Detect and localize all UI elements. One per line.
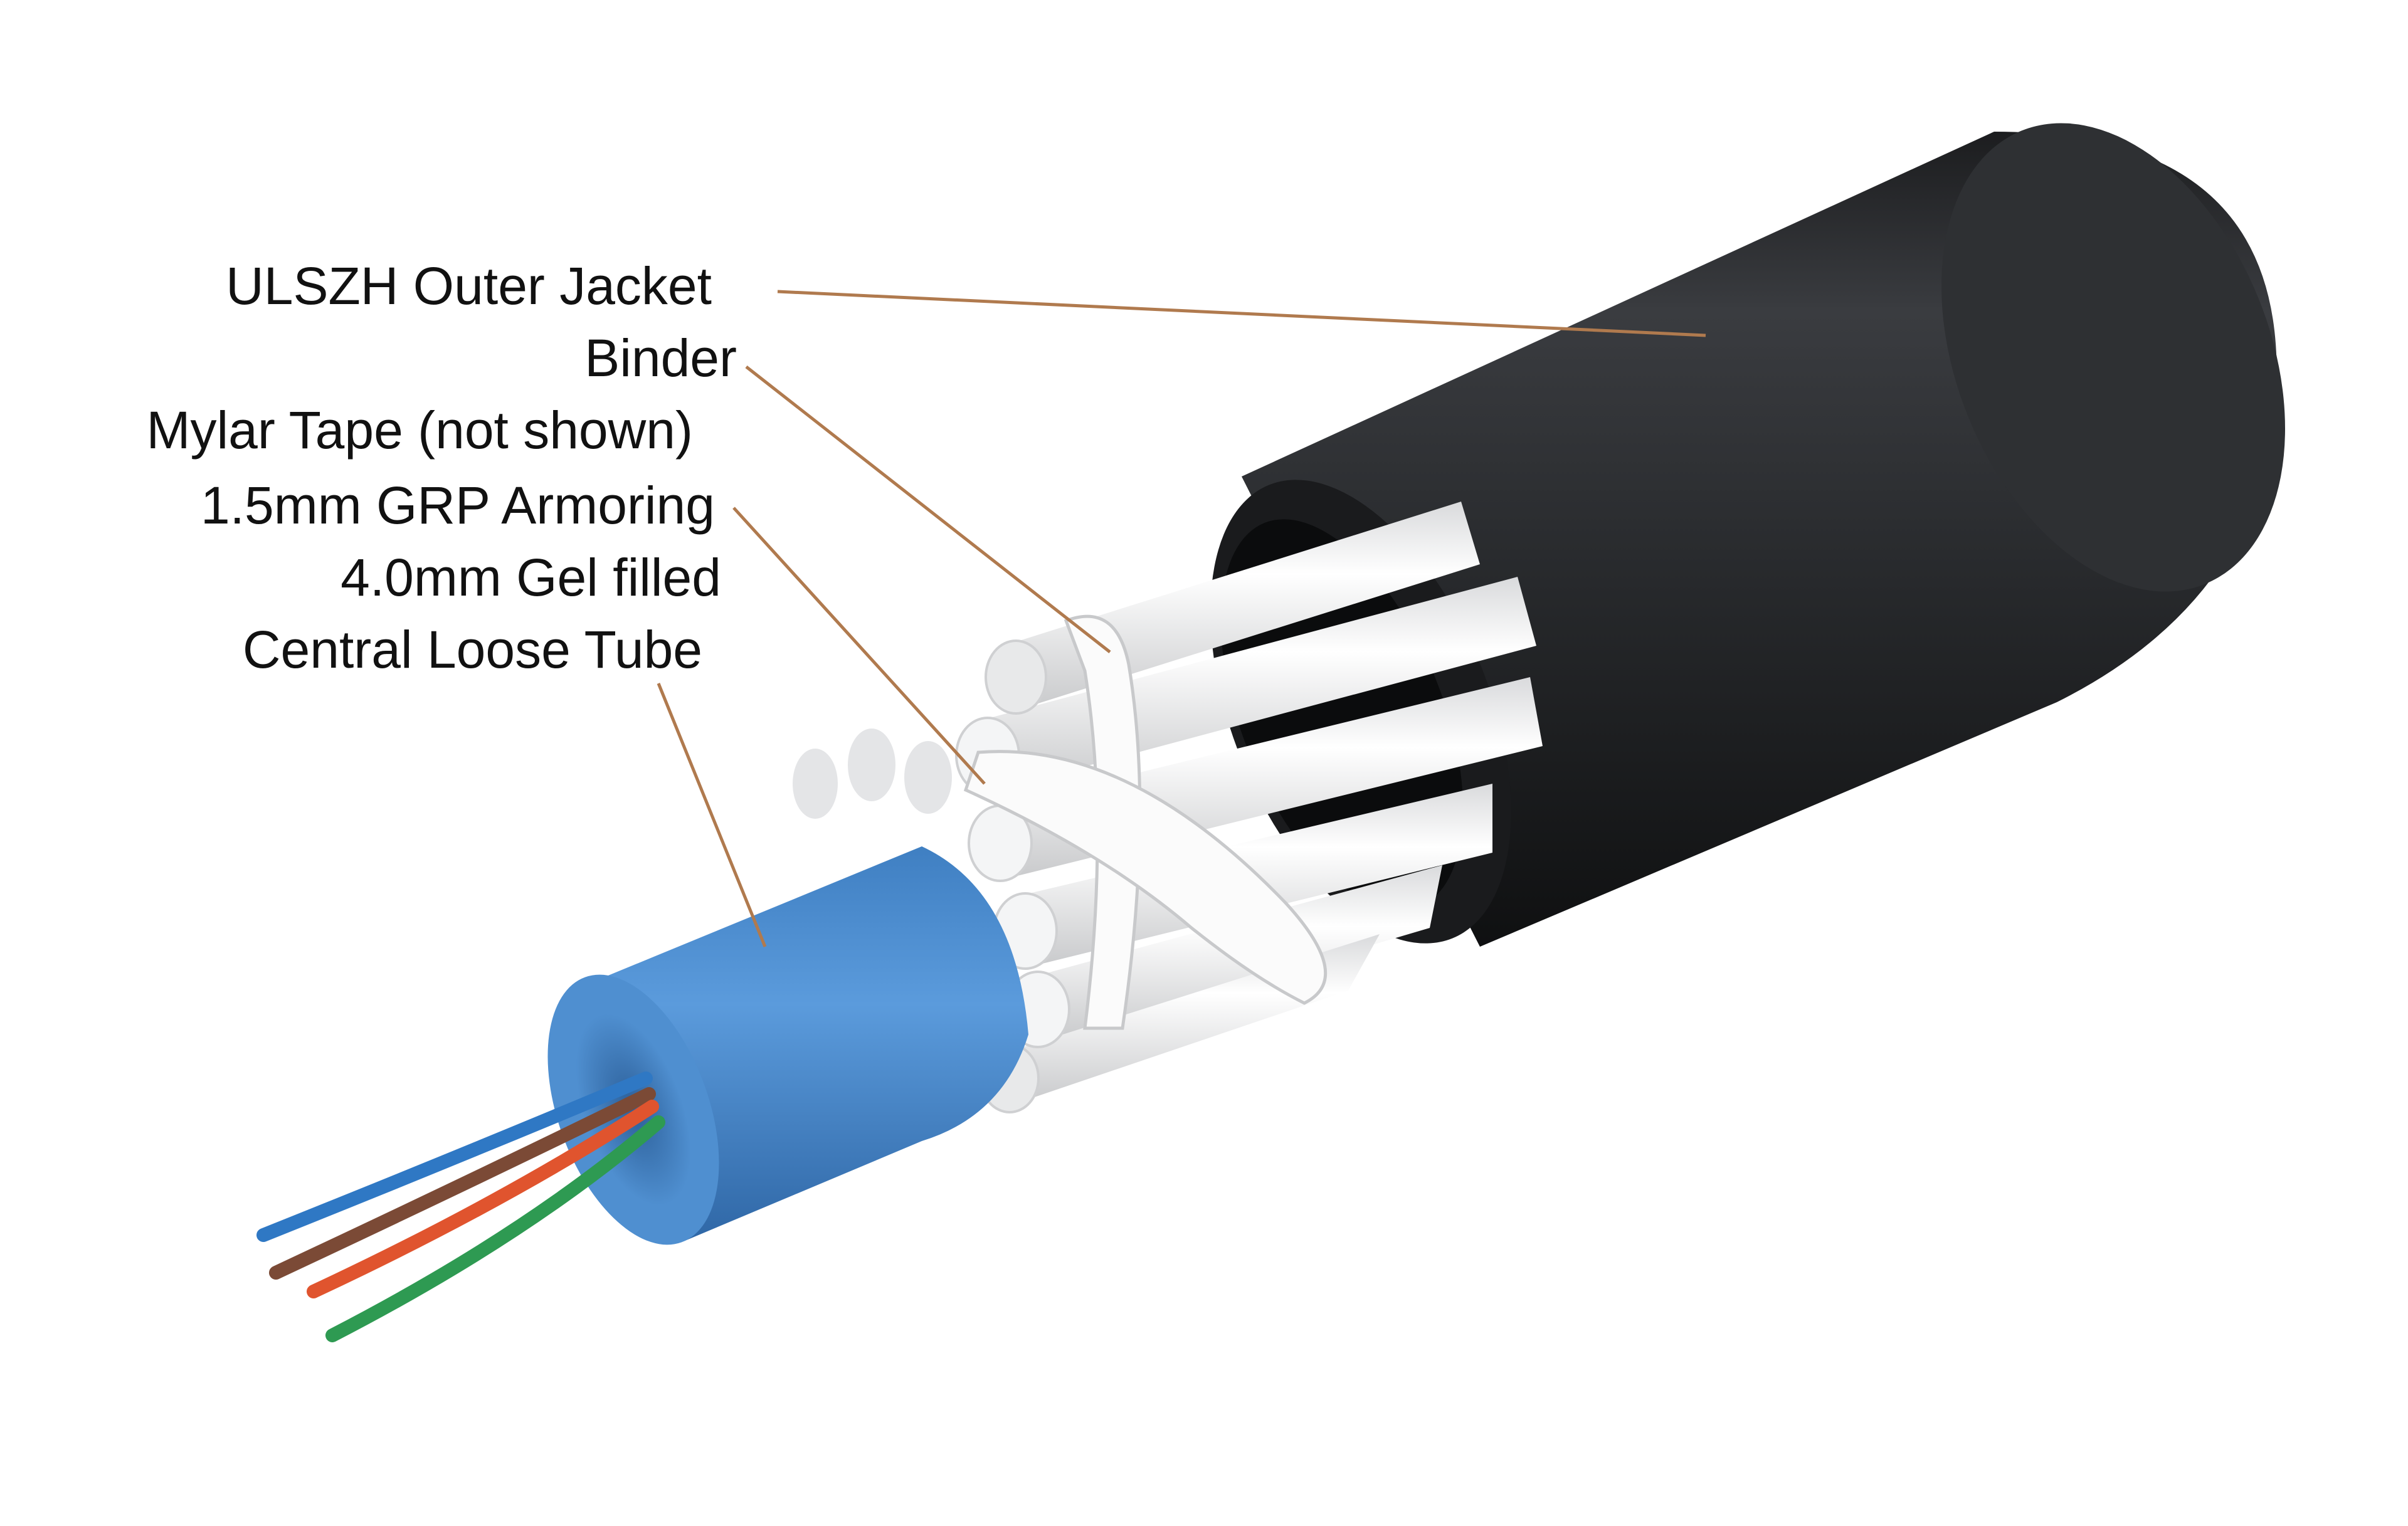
leader-line-loose-tube <box>657 683 767 947</box>
fiber-blue <box>256 1071 653 1242</box>
label-binder: Binder <box>584 329 737 387</box>
armoring-rod-end <box>848 729 895 801</box>
jacket-rear-cap <box>1941 123 2285 592</box>
labels: ULSZH Outer Jacket Binder Mylar Tape (no… <box>147 256 737 679</box>
label-loose-tube-line2: Central Loose Tube <box>243 620 702 679</box>
fiber-red <box>307 1100 659 1298</box>
fiber-brown <box>269 1087 656 1280</box>
binder-tape <box>963 750 1328 1005</box>
leader-line-grp-armoring <box>732 507 986 785</box>
leader-line-binder <box>745 366 1111 653</box>
label-mylar-tape: Mylar Tape (not shown) <box>147 401 694 460</box>
optical-fibers <box>256 1071 665 1342</box>
leader-line-outer-jacket <box>777 290 1706 337</box>
binder <box>963 614 1328 1030</box>
label-grp-armoring: 1.5mm GRP Armoring <box>201 476 715 535</box>
label-loose-tube-line1: 4.0mm Gel filled <box>341 548 721 607</box>
label-outer-jacket: ULSZH Outer Jacket <box>226 256 712 315</box>
armoring-rod-end <box>793 749 838 819</box>
leader-lines <box>657 290 1706 947</box>
armoring-rod-end <box>985 639 1047 715</box>
fiber-green <box>325 1115 665 1342</box>
armoring-rod-end <box>904 741 952 814</box>
